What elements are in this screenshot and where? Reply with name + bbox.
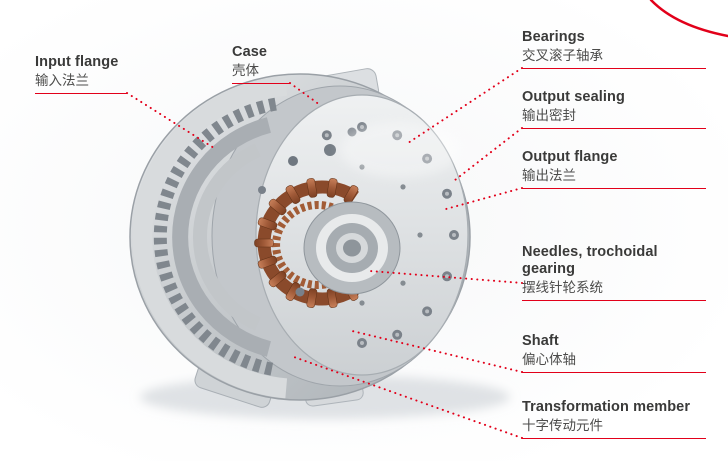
label-output-sealing: Output sealing 输出密封	[522, 89, 706, 129]
corner-swoosh-decoration	[649, 0, 728, 38]
leader-lines	[126, 67, 523, 439]
leader-line-input-flange	[126, 92, 215, 149]
label-output-sealing-en: Output sealing	[522, 89, 625, 105]
leader-line-case	[289, 82, 321, 106]
label-bearings: Bearings 交叉滚子轴承	[522, 29, 706, 69]
cutaway-bolts	[258, 127, 357, 297]
label-output-sealing-zh: 输出密封	[522, 108, 576, 123]
label-output-flange: Output flange 输出法兰	[522, 149, 706, 189]
label-case: Case 壳体	[232, 44, 290, 84]
label-transformation-member-en: Transformation member	[522, 399, 691, 415]
leader-line-output-flange	[445, 187, 523, 210]
label-case-zh: 壳体	[232, 63, 259, 78]
label-needles-trochoidal-gearing-en: Needles, trochoidal gearing	[522, 244, 658, 277]
label-transformation-member: Transformation member 十字传动元件	[522, 399, 706, 439]
label-case-en: Case	[232, 44, 268, 60]
label-output-flange-zh: 输出法兰	[522, 168, 576, 183]
label-output-flange-en: Output flange	[522, 149, 618, 165]
label-input-flange-zh: 输入法兰	[35, 73, 89, 88]
center-bore	[303, 201, 401, 295]
input-stage-ring	[192, 143, 261, 331]
leader-line-bearings	[407, 67, 523, 144]
gearbox-illustration	[129, 68, 510, 419]
cycloid-disc-edge	[172, 117, 271, 357]
label-bearings-zh: 交叉滚子轴承	[522, 48, 603, 63]
leader-line-shaft	[347, 329, 523, 373]
label-input-flange-en: Input flange	[35, 54, 119, 70]
leader-line-transformation-member	[293, 356, 523, 439]
label-transformation-member-zh: 十字传动元件	[522, 418, 603, 433]
label-needles-trochoidal-gearing-zh: 摆线针轮系统	[522, 280, 603, 295]
label-needles-trochoidal-gearing: Needles, trochoidal gearing 摆线针轮系统	[522, 244, 706, 301]
label-input-flange: Input flange 输入法兰	[35, 54, 127, 94]
metal-sheen	[340, 122, 460, 178]
label-shaft-en: Shaft	[522, 333, 559, 349]
label-shaft-zh: 偏心体轴	[522, 352, 576, 367]
case-front-ring	[132, 75, 288, 399]
label-bearings-en: Bearings	[522, 29, 585, 45]
label-shaft: Shaft 偏心体轴	[522, 333, 706, 373]
